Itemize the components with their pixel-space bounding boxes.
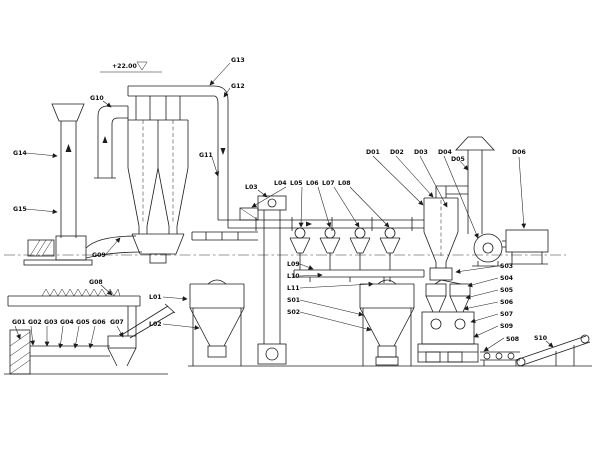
top-duct (127, 85, 229, 228)
storage-hopper-left (189, 279, 245, 366)
packing-station (417, 267, 479, 363)
pneumatic-pipe (218, 207, 424, 231)
label-g02: G02 (28, 319, 42, 326)
label-l10: L10 (287, 273, 300, 280)
label-l03: L03 (245, 184, 258, 191)
label-g04: G04 (60, 319, 74, 326)
storage-hopper-right (359, 279, 415, 366)
label-s03: S03 (500, 263, 513, 270)
label-l05: L05 (290, 180, 303, 187)
label-g12: G12 (231, 83, 245, 90)
label-g09: G09 (92, 252, 106, 259)
label-g14: G14 (13, 150, 27, 157)
label-g11: G11 (199, 152, 213, 159)
label-s04: S04 (500, 275, 514, 282)
label-s06: S06 (500, 299, 513, 306)
label-s02: S02 (287, 309, 300, 316)
reference-lines (4, 71, 592, 375)
elevator-feed-conveyor (191, 231, 258, 241)
incline-belt-conveyor (515, 334, 591, 367)
label-g03: G03 (44, 319, 58, 326)
leader-lines (14, 62, 554, 352)
label-s07: S07 (500, 311, 513, 318)
collecting-conveyor (293, 269, 425, 283)
exhaust-stack-left (51, 103, 85, 238)
label-d01: D01 (366, 149, 380, 156)
classifier-unit-2 (319, 227, 341, 270)
left-fan-unit (23, 235, 93, 266)
cyclone-group (127, 96, 189, 234)
label-s10: S10 (534, 335, 548, 342)
label-l02: L02 (149, 321, 162, 328)
label-g05: G05 (76, 319, 90, 326)
label-elevation: +22.00 (112, 63, 137, 70)
label-g08: G08 (89, 279, 103, 286)
label-d04: D04 (438, 149, 452, 156)
label-l07: L07 (322, 180, 335, 187)
roller-conveyor (480, 351, 520, 366)
label-g13: G13 (231, 57, 245, 64)
label-d02: D02 (390, 149, 404, 156)
label-g01: G01 (12, 319, 26, 326)
label-l04: L04 (274, 180, 287, 187)
label-l09: L09 (287, 261, 300, 268)
inlet-duct-loop (94, 105, 128, 179)
exhaust-stack-right (455, 136, 495, 234)
right-fan (472, 233, 504, 267)
classifier-unit-1 (289, 227, 311, 270)
elevation-marker (136, 61, 148, 71)
label-d05: D05 (451, 156, 465, 163)
labels: +22.00 G01 G02 G03 G04 G05 G06 G07 G08 G… (12, 57, 548, 343)
label-l06: L06 (306, 180, 319, 187)
label-g10: G10 (90, 95, 104, 102)
feed-assembly-bottom-left (9, 303, 176, 375)
cyclone-collecting-bin (131, 233, 185, 264)
return-duct-bend (85, 235, 143, 259)
dust-cyclone-right (423, 185, 468, 268)
label-l08: L08 (338, 180, 351, 187)
label-d06: D06 (512, 149, 526, 156)
classifier-units (289, 227, 401, 270)
label-g15: G15 (13, 206, 27, 213)
label-s09: S09 (500, 323, 513, 330)
silencer-box (502, 229, 549, 265)
bucket-elevator (257, 195, 287, 365)
label-l11: L11 (287, 285, 300, 292)
label-l01: L01 (149, 294, 162, 301)
screw-conveyor-top (7, 288, 141, 336)
label-d03: D03 (414, 149, 428, 156)
classifier-unit-3 (349, 227, 371, 270)
label-g06: G06 (92, 319, 106, 326)
label-g07: G07 (110, 319, 124, 326)
label-s01: S01 (287, 297, 300, 304)
label-s08: S08 (506, 336, 519, 343)
classifier-unit-4 (379, 227, 401, 270)
label-s05: S05 (500, 287, 513, 294)
